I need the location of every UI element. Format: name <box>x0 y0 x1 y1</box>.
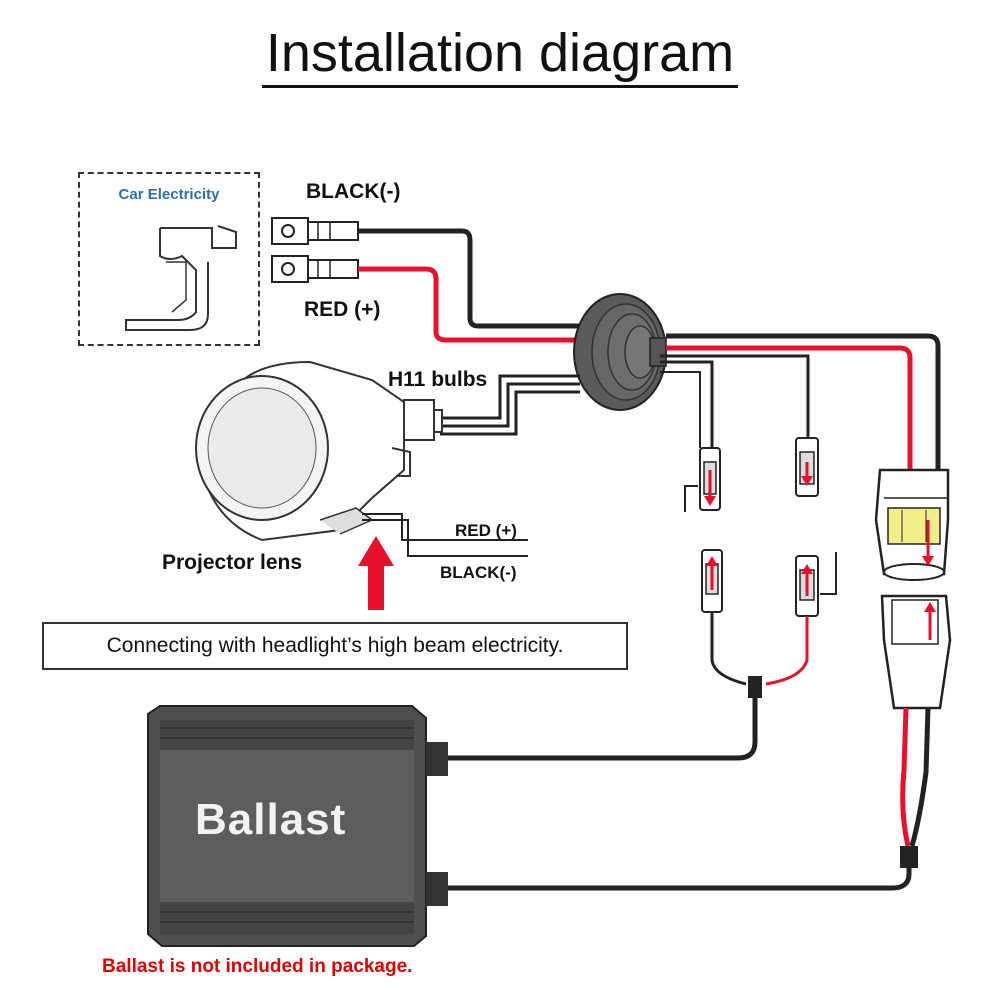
ballast-warning: Ballast is not included in package. <box>102 956 413 977</box>
plug-to-ballast-black <box>909 707 931 847</box>
h11-bulbs-label: H11 bulbs <box>388 368 488 391</box>
ring-terminal-black <box>271 217 359 245</box>
grommet-to-connector-c <box>660 354 810 438</box>
h11-wire-1 <box>440 374 580 420</box>
ballast-input-wire <box>448 868 912 891</box>
bullet-connector-lower-right <box>795 552 837 617</box>
power-plug-female <box>874 468 950 581</box>
bullet-connector-lower-left <box>701 549 723 613</box>
car-electricity-label: Car Electricity <box>118 186 220 203</box>
rubber-grommet <box>573 293 667 411</box>
red-wire-label: RED (+) <box>304 298 381 321</box>
ballast-output-wire <box>448 698 758 761</box>
grommet-to-connector-b <box>660 371 701 448</box>
projector-lens <box>195 360 443 542</box>
bullet-connector-upper-right <box>795 437 819 497</box>
projector-wire-black <box>362 519 528 557</box>
high-beam-note: Connecting with headlight’s high beam el… <box>42 622 628 670</box>
red-wire-to-plug <box>666 345 913 470</box>
diagram-title: Installation diagram <box>0 22 1000 88</box>
h11-wire-2 <box>440 382 580 428</box>
power-plug-male <box>880 594 952 710</box>
ballast-box <box>147 705 448 947</box>
h11-wire-3 <box>440 390 580 436</box>
plug-to-ballast-red <box>900 707 911 847</box>
y-harness-red <box>765 616 809 686</box>
red-arrow-up <box>358 536 394 610</box>
projector-black-label: BLACK(-) <box>440 563 517 582</box>
plug-joint <box>900 846 918 868</box>
projector-wire-red <box>362 513 528 541</box>
projector-red-label: RED (+) <box>455 521 517 540</box>
red-power-wire <box>358 266 582 343</box>
y-harness-black <box>710 612 747 686</box>
black-wire-to-plug <box>666 333 941 470</box>
grommet-to-connector-a <box>660 360 714 450</box>
car-relay-sketch <box>125 225 237 331</box>
projector-lens-label: Projector lens <box>162 551 303 574</box>
ballast-label: Ballast <box>195 795 347 844</box>
bullet-connector-upper-left <box>684 447 721 512</box>
ring-terminal-red <box>271 255 359 283</box>
car-electricity-box: Car Electricity <box>78 172 260 346</box>
black-wire-label: BLACK(-) <box>306 180 401 203</box>
y-harness-joint <box>748 676 762 698</box>
black-power-wire <box>358 228 582 329</box>
